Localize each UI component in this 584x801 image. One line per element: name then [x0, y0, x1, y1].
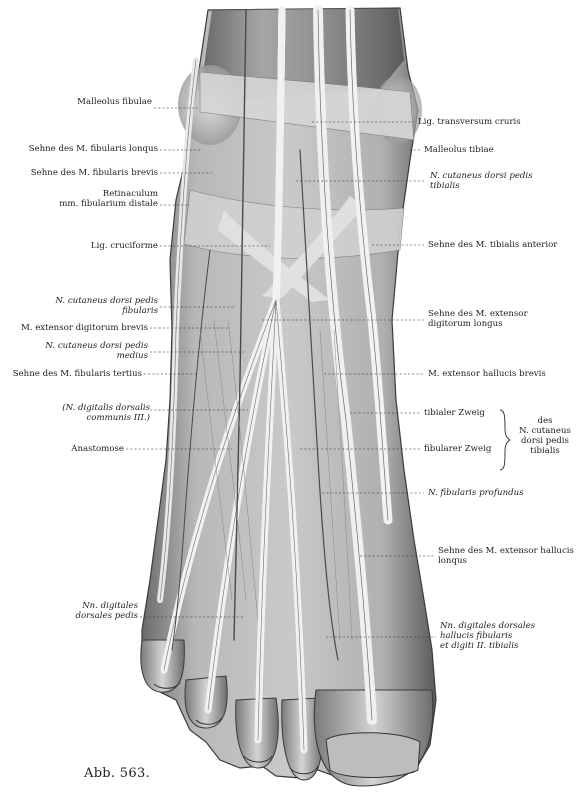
- label-malleolus-tibiae: Malleolus tibiae: [424, 145, 494, 155]
- label-nn-digitales-dorsales-pedis: Nn. digitales dorsales pedis: [75, 601, 138, 621]
- toes: [140, 639, 434, 787]
- label-sehne-extensor-hallucis-longus: Sehne des M. extensor hallucis lonqus: [438, 546, 574, 566]
- label-sehne-fibularis-longus: Sehne des M. fibularis lonqus: [28, 144, 158, 154]
- label-sehne-fibularis-tertius: Sehne des M. fibularis tertius: [12, 369, 142, 379]
- label-des-n-cutaneus-dorsi-pedis-tibialis: des N. cutaneus dorsi pedis tibialis: [519, 416, 571, 456]
- label-lig-cruciforme: Lig. cruciforme: [90, 241, 158, 251]
- label-n-digitalis-dorsalis-communis: (N. digitalis dorsalis communis III.): [62, 403, 150, 423]
- label-anastomose: Anastomose: [71, 444, 124, 454]
- label-nn-digitales-dorsales-hallucis: Nn. digitales dorsales hallucis fibulari…: [440, 621, 536, 651]
- label-sehne-tibialis-anterior: Sehne des M. tibialis anterior: [428, 240, 558, 250]
- label-n-cutaneus-dorsi-tibialis: N. cutaneus dorsi pedis tibialis: [430, 171, 533, 191]
- label-n-fibularis-profundus: N. fibularis profundus: [428, 488, 524, 498]
- figure-caption: Abb. 563.: [84, 766, 150, 781]
- label-fibularer-zweig: fibularer Zweig: [424, 444, 492, 454]
- label-sehne-fibularis-brevis: Sehne des M. fibularis brevis: [30, 168, 158, 178]
- tendons: [157, 5, 393, 754]
- label-lig-transversum-cruris: Lig. transversum cruris: [418, 117, 521, 127]
- label-malleolus-fibulae: Malleolus fibulae: [77, 97, 152, 107]
- label-n-cutaneus-dorsi-fibularis: N. cutaneus dorsi pedis fibularis: [55, 296, 158, 316]
- label-n-cutaneus-dorsi-medius: N. cutaneus dorsi pedis medius: [45, 341, 148, 361]
- retinacula: [183, 71, 415, 302]
- label-tibialer-zweig: tibialer Zweig: [424, 408, 485, 418]
- leader-lines: [126, 107, 511, 638]
- label-m-extensor-digitorum-brevis: M. extensor digitorum brevis: [20, 323, 148, 333]
- label-retinaculum: Retinaculum mm. fibularium distale: [59, 189, 158, 209]
- label-sehne-extensor-digitorum-longus: Sehne des M. extensor digitorum longus: [428, 309, 528, 329]
- label-m-extensor-hallucis-brevis: M. extensor hallucis brevis: [428, 369, 546, 379]
